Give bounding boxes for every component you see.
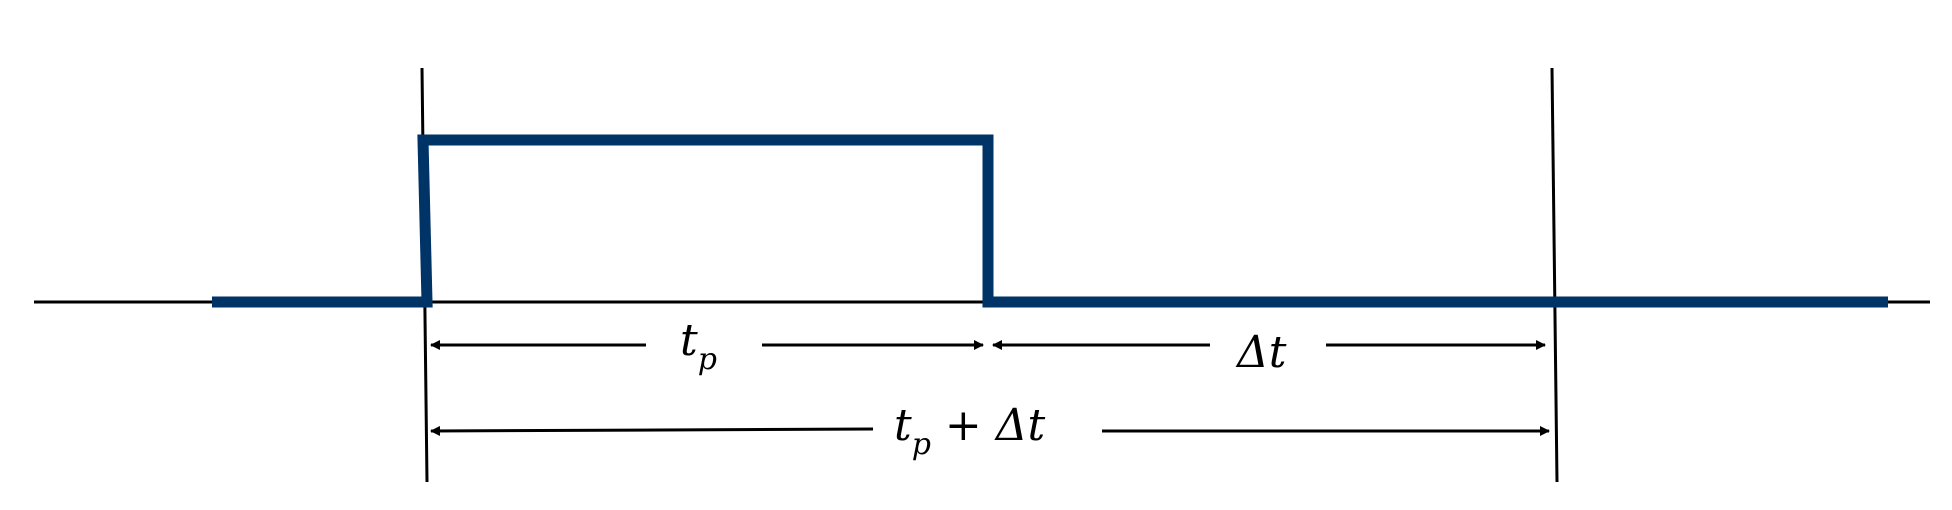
pulse-duration-label-main: t xyxy=(680,315,698,366)
total-window-label: tp + Δt xyxy=(894,400,1046,462)
pulse-duration-label-sub: p xyxy=(698,342,717,377)
total-window-arrow-left xyxy=(430,425,874,436)
total-window-label-sub: p xyxy=(912,427,931,462)
pulse-duration-dimension: tp xyxy=(430,315,984,377)
delay-label: Δt xyxy=(1235,327,1287,378)
total-window-dimension: tp + Δt xyxy=(430,400,1550,462)
total-window-label-main: t xyxy=(894,400,912,451)
pulse-waveform xyxy=(212,134,1888,308)
total-window-label-rest: + Δt xyxy=(931,400,1046,451)
window-end-reference-line xyxy=(1550,67,1559,483)
delay-dimension: Δt xyxy=(992,327,1546,378)
pulse-duration-label: tp xyxy=(680,315,717,377)
